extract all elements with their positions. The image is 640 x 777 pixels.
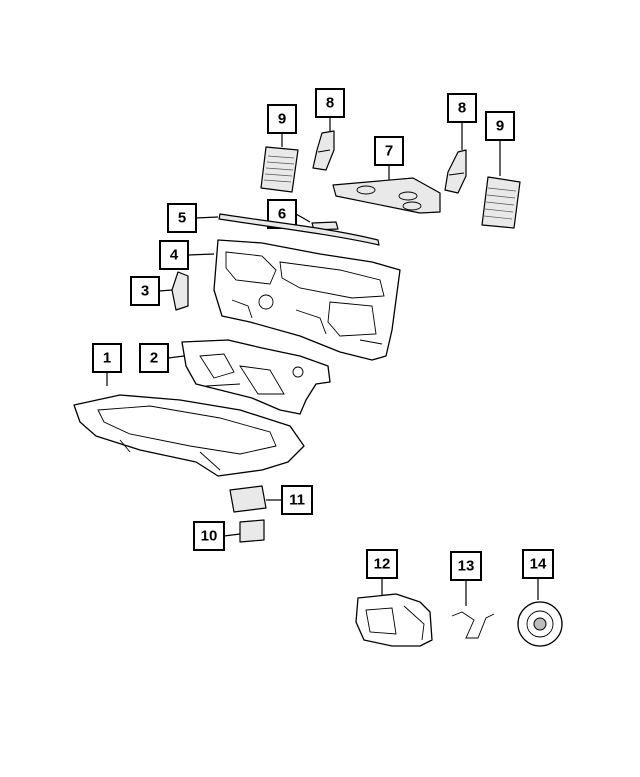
- callout-10: 10: [193, 521, 241, 551]
- part-4-dash-panel-insulator: [213, 239, 401, 361]
- callout-label: 9: [278, 111, 286, 128]
- callout-label: 3: [141, 283, 149, 300]
- callout-label: 2: [150, 350, 158, 367]
- callout-7: 7: [374, 136, 404, 180]
- callout-11: 11: [266, 485, 313, 515]
- part-5-seal-strip: [218, 213, 380, 246]
- callout-label: 4: [170, 247, 179, 264]
- part-12-bracket-assembly: [355, 593, 433, 647]
- part-3-side-pad: [171, 271, 189, 311]
- callout-14: 14: [522, 549, 554, 600]
- callout-label: 8: [458, 100, 466, 117]
- callout-label: 6: [278, 206, 286, 223]
- part-1-floor-silencer: [73, 394, 305, 477]
- callout-label: 5: [178, 210, 186, 227]
- part-7-center-pad: [332, 177, 441, 214]
- part-10-small-foam-block: [239, 519, 265, 543]
- part-8-right-bracket: [444, 149, 467, 194]
- callout-8-left: 8: [315, 88, 345, 131]
- part-9-left-insulator-pad: [260, 146, 299, 193]
- callout-9-right: 9: [485, 111, 515, 176]
- callout-label: 1: [103, 350, 111, 367]
- callout-4: 4: [159, 240, 215, 270]
- callout-9-left: 9: [267, 104, 297, 147]
- callout-label: 13: [458, 558, 475, 575]
- callout-5: 5: [167, 203, 219, 233]
- callout-label: 7: [385, 143, 393, 160]
- part-2-center-silencer: [181, 339, 331, 415]
- callout-label: 10: [201, 528, 218, 545]
- callout-8-right: 8: [447, 93, 477, 150]
- callout-label: 8: [326, 95, 334, 112]
- part-14-grommet: [517, 601, 563, 647]
- callout-label: 11: [289, 492, 305, 509]
- callout-label: 14: [530, 556, 547, 573]
- part-9-right-insulator-pad: [481, 176, 521, 229]
- callout-label: 12: [374, 556, 391, 573]
- callout-label: 9: [496, 118, 504, 135]
- callout-12: 12: [366, 549, 398, 596]
- callout-2: 2: [139, 343, 185, 373]
- part-11-foam-block: [229, 485, 267, 513]
- part-13-clip: [451, 611, 495, 639]
- callout-13: 13: [450, 551, 482, 606]
- callout-1: 1: [92, 343, 122, 386]
- part-8-left-bracket: [312, 130, 335, 171]
- callout-3: 3: [130, 276, 173, 306]
